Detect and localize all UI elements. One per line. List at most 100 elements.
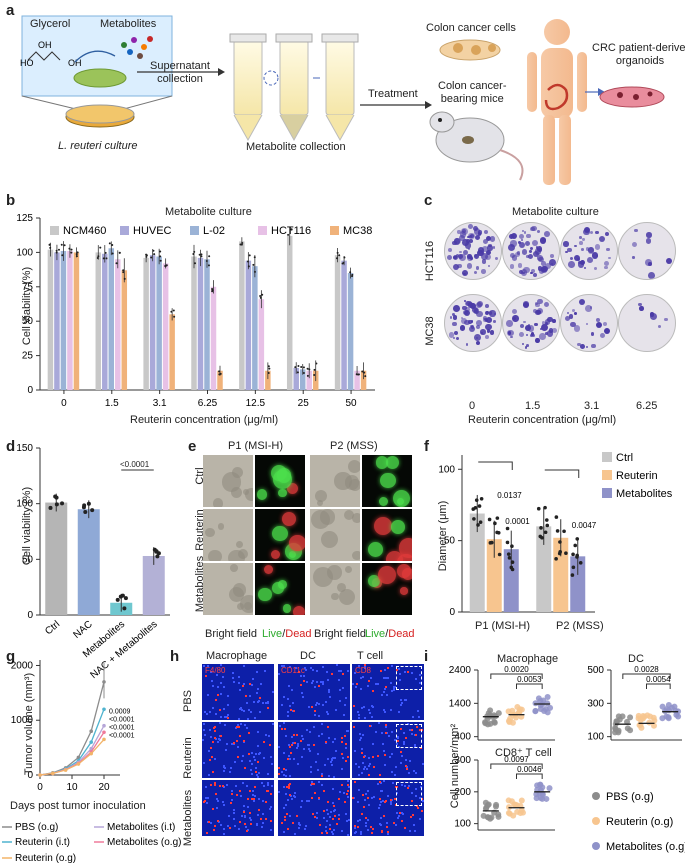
- nucleus: [240, 722, 243, 725]
- nucleus: [396, 817, 399, 820]
- nucleus: [390, 665, 393, 668]
- colony: [480, 329, 486, 335]
- nucleus: [257, 699, 260, 702]
- nucleus: [318, 781, 321, 784]
- nucleus: [343, 714, 346, 717]
- colony: [595, 230, 599, 235]
- marker-signal: [311, 813, 314, 816]
- data-point: [578, 561, 583, 565]
- data-point: [170, 310, 173, 313]
- metabolites-label: Metabolites: [100, 18, 157, 30]
- colony: [579, 241, 583, 245]
- nucleus: [360, 706, 363, 709]
- colony: [585, 323, 589, 326]
- colony: [570, 256, 574, 260]
- nucleus: [347, 819, 350, 822]
- marker-signal: [419, 747, 422, 750]
- data-point: [308, 368, 311, 371]
- data-point: [651, 717, 658, 724]
- if-image: [202, 780, 274, 836]
- marker-signal: [238, 821, 241, 824]
- nucleus: [309, 667, 312, 670]
- nucleus: [329, 824, 332, 827]
- data-point: [476, 523, 480, 527]
- colony: [518, 233, 524, 240]
- data-point: [510, 812, 517, 819]
- nucleus: [391, 690, 394, 693]
- organoid: [228, 549, 245, 561]
- panel-label-a: a: [6, 2, 15, 19]
- panel-e-group-p2: P2 (MSS): [330, 440, 378, 452]
- colony: [639, 306, 644, 311]
- organoid: [221, 472, 242, 492]
- marker-signal: [381, 830, 384, 833]
- colony: [598, 236, 605, 243]
- marker-signal: [313, 709, 316, 712]
- nucleus: [341, 757, 344, 760]
- nucleus: [380, 801, 383, 804]
- colony: [466, 263, 473, 269]
- nucleus: [240, 706, 243, 709]
- nucleus: [326, 712, 329, 715]
- data-point: [534, 782, 541, 789]
- marker-signal: [214, 725, 217, 728]
- chart-b-title: Metabolite culture: [165, 206, 252, 218]
- nucleus: [261, 812, 264, 815]
- data-point: [294, 366, 297, 369]
- nucleus: [278, 745, 281, 748]
- nucleus: [245, 702, 248, 705]
- nucleus: [322, 704, 325, 707]
- colony: [476, 340, 481, 345]
- marker-signal: [244, 695, 247, 698]
- y-tick-label: 1000: [11, 715, 34, 726]
- colony: [573, 312, 577, 315]
- if-image: [202, 722, 274, 778]
- marker-signal: [266, 706, 269, 709]
- bar: [73, 252, 80, 390]
- nucleus: [381, 693, 384, 696]
- nucleus: [297, 822, 300, 825]
- nucleus: [231, 671, 234, 674]
- nucleus: [368, 803, 371, 806]
- bar: [486, 539, 502, 612]
- marker-signal: [367, 774, 370, 776]
- nucleus: [242, 804, 245, 807]
- data-point: [505, 540, 510, 545]
- brightfield-image: [310, 509, 360, 561]
- marker-signal: [232, 742, 235, 745]
- nucleus: [314, 714, 317, 717]
- data-point: [495, 516, 500, 520]
- nucleus: [202, 739, 205, 742]
- colony: [465, 343, 469, 346]
- marker-signal: [302, 680, 305, 683]
- marker-signal: [213, 730, 216, 733]
- nucleus: [204, 797, 207, 800]
- marker-signal: [396, 739, 399, 742]
- nucleus: [331, 832, 334, 835]
- nucleus: [418, 681, 421, 684]
- marker-signal: [212, 741, 215, 744]
- nucleus: [354, 830, 357, 833]
- marker-signal: [352, 726, 355, 729]
- nucleus: [208, 750, 211, 753]
- nucleus: [321, 681, 324, 684]
- marker-signal: [242, 810, 245, 813]
- marker-signal: [266, 790, 269, 793]
- legend-marker: [592, 817, 600, 825]
- colony: [526, 233, 531, 239]
- nucleus: [382, 709, 385, 712]
- colony: [455, 336, 459, 340]
- data-point: [495, 811, 502, 818]
- legend-marker: [592, 842, 600, 850]
- nucleus: [253, 800, 256, 803]
- panel-i-ylabel: Cell number/mm²: [449, 723, 461, 809]
- mouse-icon: [429, 111, 524, 181]
- data-point: [627, 727, 634, 734]
- nucleus: [283, 807, 286, 810]
- data-point: [253, 270, 256, 273]
- nucleus: [257, 752, 260, 755]
- organoid: [271, 464, 288, 481]
- organoid: [367, 542, 383, 558]
- data-point: [495, 530, 499, 535]
